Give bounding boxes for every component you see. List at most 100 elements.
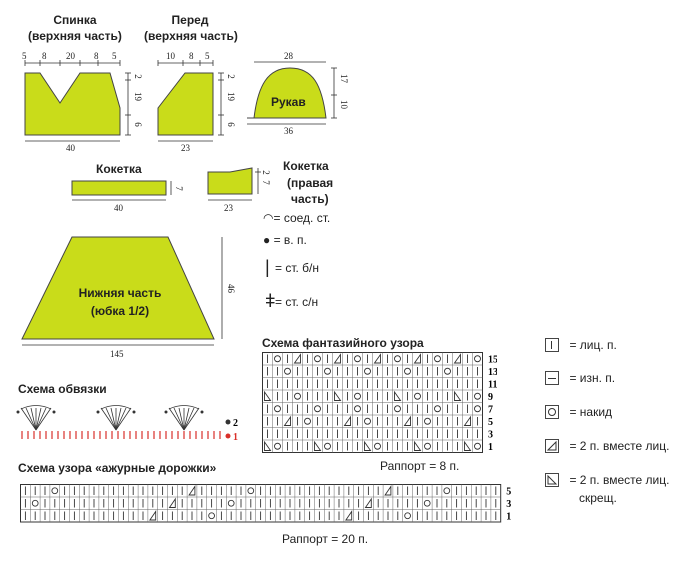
lace-chart-title: Схема узора «ажурные дорожки» <box>18 461 217 475</box>
skirt-label-2: (юбка 1/2) <box>90 304 150 318</box>
legend-row-purl: = изн. п. <box>545 369 615 387</box>
fancy-cell <box>464 440 472 451</box>
lace-cell <box>423 499 431 507</box>
fancy-cell <box>334 390 342 401</box>
fancy-cell <box>294 392 301 400</box>
fancy-cell <box>434 405 441 413</box>
fancy-cell <box>274 405 281 413</box>
fancy-cell <box>453 353 461 364</box>
legend-row-knit: = лиц. п. <box>545 336 617 354</box>
front-piece-shape <box>157 72 214 136</box>
fancy-row-number: 5 <box>488 417 493 428</box>
sleeve-label: Рукав <box>271 95 306 109</box>
fancy-row-number: 13 <box>488 367 497 378</box>
lace-chart-grid: 531 <box>20 484 511 523</box>
lace-cell <box>227 499 235 507</box>
stitch-key-item-hdc: = ст. с/н <box>275 295 319 309</box>
fancy-cell <box>414 440 422 451</box>
lace-cell <box>149 510 157 521</box>
yoke-side-dim: 7 <box>173 186 184 191</box>
back-dim-3: 20 <box>66 51 75 61</box>
lace-cell <box>31 499 39 507</box>
chain-stitch-icon <box>225 419 231 425</box>
lace-cell <box>208 512 215 520</box>
edging-row-number: 2 <box>233 418 238 429</box>
fancy-cell <box>373 353 381 364</box>
lace-cell <box>404 512 411 520</box>
fancy-cell <box>394 355 401 363</box>
lace-repeat-label: Раппорт = 20 п. <box>282 532 369 546</box>
skirt-label-1: Нижняя часть <box>78 286 162 300</box>
fancy-cell <box>314 355 321 363</box>
fancy-cell <box>304 417 311 425</box>
fancy-cell <box>404 367 411 375</box>
back-side-dim-1: 2 <box>132 74 143 79</box>
sleeve-piece-shape <box>247 67 327 119</box>
fancy-cell <box>264 440 272 451</box>
yoke-piece-shape <box>71 180 167 196</box>
lace-row-number: 3 <box>506 499 511 510</box>
fancy-cell <box>434 355 441 363</box>
fancy-row-number: 3 <box>488 430 493 441</box>
yoke-right-side-dim-1: 2 <box>260 170 271 175</box>
front-side-dim-3: 6 <box>225 122 236 127</box>
fancy-row-number: 11 <box>488 380 497 391</box>
fancy-cell <box>354 392 361 400</box>
front-dim-2: 8 <box>189 51 194 61</box>
yoke-bottom-dim: 40 <box>114 203 123 213</box>
front-bottom-dim: 23 <box>181 143 190 153</box>
fancy-cell <box>354 405 361 413</box>
yoke-right-title-3: часть) <box>291 192 329 206</box>
fancy-row-number: 15 <box>488 355 497 366</box>
fancy-cell <box>364 367 371 375</box>
stitch-key-item-sc: = ст. б/н <box>275 261 320 275</box>
fancy-cell <box>274 442 281 450</box>
skirt-piece-shape <box>21 236 215 340</box>
back-dim-1: 5 <box>22 51 27 61</box>
fancy-cell <box>394 405 401 413</box>
fancy-row-number: 1 <box>488 442 493 453</box>
lace-cell <box>168 497 176 508</box>
back-piece-shape <box>24 72 121 136</box>
fancy-cell <box>293 353 301 364</box>
fancy-cell <box>394 390 402 401</box>
legend-row-yo: = накид <box>545 403 612 421</box>
legend-ssk-extra: скрещ. <box>579 491 617 505</box>
dimension-lines <box>22 60 337 346</box>
fancy-cell <box>424 442 431 450</box>
sleeve-side-dim-2: 10 <box>339 100 349 109</box>
stitch-key-item-chain: ● = в. п. <box>263 233 307 247</box>
lace-cell <box>345 510 353 521</box>
front-subtitle: (верхняя часть) <box>144 29 238 43</box>
yoke-right-side-dim-2: 7 <box>260 180 271 185</box>
fancy-cell <box>264 390 272 401</box>
back-subtitle: (верхняя часть) <box>28 29 122 43</box>
edging-fan <box>16 405 56 431</box>
fancy-cell <box>343 415 351 426</box>
fancy-cell <box>324 442 331 450</box>
lace-cell <box>51 487 59 495</box>
back-side-dim-3: 6 <box>132 122 143 127</box>
fancy-cell <box>414 392 421 400</box>
lace-cell <box>384 485 392 496</box>
back-dim-2: 8 <box>42 51 47 61</box>
fancy-cell <box>324 367 331 375</box>
legend-row-k2tog: = 2 п. вместе лиц. <box>545 437 669 455</box>
fancy-cell <box>463 415 471 426</box>
knit-icon <box>545 337 559 352</box>
back-bottom-dim: 40 <box>66 143 75 153</box>
fancy-cell <box>364 417 371 425</box>
lace-cell <box>364 497 372 508</box>
edging-fan <box>164 405 204 431</box>
lace-row-number: 1 <box>506 512 511 523</box>
yoke-right-title-2: (правая <box>287 176 334 190</box>
purl-icon <box>545 370 559 385</box>
lace-cell <box>443 487 451 495</box>
chain-stitch-red-icon <box>225 433 231 439</box>
front-dim-1: 10 <box>166 51 175 61</box>
yoke-title: Кокетка <box>96 162 142 176</box>
fancy-cell <box>454 390 462 401</box>
fancy-cell <box>403 415 411 426</box>
fancy-cell <box>284 367 291 375</box>
